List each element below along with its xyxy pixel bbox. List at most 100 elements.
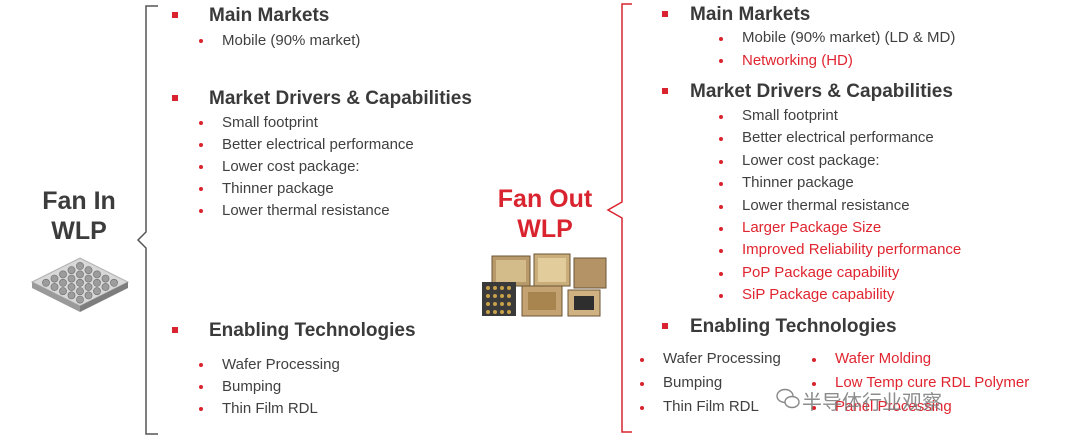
solder-ball	[59, 278, 67, 287]
bullet-dot	[719, 205, 723, 209]
bullet-dot	[199, 209, 203, 213]
solder-ball	[93, 270, 101, 279]
fan-in-item: Thinner package	[222, 180, 334, 197]
fan-out-item: Thin Film RDL	[663, 398, 759, 415]
bullet-dot	[640, 382, 644, 386]
solder-ball	[84, 274, 93, 283]
fan-in-heading-enabling-technologies: Enabling Technologies	[209, 320, 416, 341]
bullet-dot	[719, 115, 723, 119]
solder-ball	[67, 266, 76, 275]
solder-ball	[59, 287, 67, 296]
fan-in-item: Lower cost package:	[222, 158, 360, 175]
bullet-dot	[719, 137, 723, 141]
fan-in-item: Bumping	[222, 378, 282, 395]
bullet-square	[172, 12, 178, 18]
fan-in-item: Mobile (90% market)	[222, 32, 361, 49]
fan-in-item: Lower thermal resistance	[222, 202, 390, 219]
fan-out-item-highlight: SiP Package capability	[742, 286, 895, 303]
solder-ball	[101, 274, 110, 283]
fan-out-wlp-title: Fan Out WLP	[484, 184, 606, 244]
fan-out-item: Mobile (90% market) (LD & MD)	[742, 29, 956, 46]
bullet-dot	[812, 358, 816, 362]
bullet-dot	[199, 143, 203, 147]
bullet-dot	[640, 358, 644, 362]
solder-ball	[101, 283, 110, 291]
fan-out-item: Small footprint	[742, 107, 838, 124]
solder-ball	[93, 287, 101, 296]
fan-out-item-highlight: Low Temp cure RDL Polymer	[835, 374, 1030, 391]
fan-out-item-highlight: Improved Reliability performance	[742, 241, 962, 258]
fan-out-item-highlight: Larger Package Size	[742, 219, 882, 236]
bullet-square	[662, 323, 668, 329]
fan-in-chip-illustration	[30, 257, 130, 312]
fan-in-wlp-title: Fan In WLP	[20, 186, 138, 246]
fan-out-item-highlight: Wafer Molding	[835, 350, 932, 367]
solder-ball	[76, 262, 84, 270]
fan-out-heading-main-markets: Main Markets	[690, 4, 811, 25]
solder-ball	[110, 278, 118, 287]
fan-in-item: Small footprint	[222, 114, 318, 131]
solder-ball	[76, 270, 84, 279]
fan-out-item-highlight: Networking (HD)	[742, 52, 853, 69]
solder-ball	[84, 283, 93, 291]
solder-ball	[59, 270, 67, 279]
bullet-dot	[640, 406, 644, 410]
fan-out-item: Lower cost package:	[742, 152, 880, 169]
bullet-dot	[812, 382, 816, 386]
fan-out-item-highlight: Panel Processing	[835, 398, 952, 415]
fan-out-packages-illustration	[482, 253, 607, 317]
solder-ball	[67, 274, 76, 283]
bullet-dot	[719, 182, 723, 186]
bullet-dot	[199, 165, 203, 169]
bullet-dot	[199, 39, 203, 43]
solder-ball	[67, 283, 76, 291]
fan-out-item: Wafer Processing	[663, 350, 781, 367]
fan-in-heading-main-markets: Main Markets	[209, 5, 330, 26]
bullet-dot	[719, 160, 723, 164]
fan-out-item: Bumping	[663, 374, 723, 391]
solder-ball	[84, 291, 93, 300]
bullet-square	[662, 11, 668, 17]
fan-out-title-line2: WLP	[517, 215, 573, 243]
bullet-square	[662, 88, 668, 94]
solder-ball	[67, 291, 76, 300]
solder-ball	[93, 278, 101, 287]
fan-in-item: Thin Film RDL	[222, 400, 318, 417]
watermark: 半导体行业观察	[802, 392, 942, 414]
fan-out-item-highlight: PoP Package capability	[742, 264, 900, 281]
fan-in-title-line1: Fan In	[42, 187, 116, 215]
bullet-square	[172, 95, 178, 101]
fan-out-item: Lower thermal resistance	[742, 197, 910, 214]
solder-ball	[42, 278, 50, 287]
solder-ball	[76, 295, 84, 304]
fan-in-item: Wafer Processing	[222, 356, 340, 373]
bullet-dot	[719, 37, 723, 41]
bullet-dot	[199, 121, 203, 125]
bullet-dot	[812, 406, 816, 410]
solder-ball	[50, 283, 59, 291]
wechat-logo-icon	[776, 388, 800, 409]
bullet-dot	[199, 363, 203, 367]
solder-ball	[76, 278, 84, 287]
solder-ball	[50, 274, 59, 283]
fan-out-title-line1: Fan Out	[497, 185, 593, 213]
fan-in-heading-market-drivers: Market Drivers & Capabilities	[209, 88, 472, 109]
fan-in-item: Better electrical performance	[222, 136, 414, 153]
fan-out-heading-market-drivers: Market Drivers & Capabilities	[690, 81, 953, 102]
fan-in-brace	[136, 5, 158, 435]
solder-ball	[76, 287, 84, 296]
fan-out-item: Better electrical performance	[742, 129, 934, 146]
fan-out-brace	[606, 3, 632, 433]
bullet-dot	[719, 227, 723, 231]
bullet-dot	[719, 249, 723, 253]
fan-out-heading-enabling-technologies: Enabling Technologies	[690, 316, 897, 337]
bullet-dot	[719, 272, 723, 276]
bullet-square	[172, 327, 178, 333]
bullet-dot	[719, 294, 723, 298]
fan-out-item: Thinner package	[742, 174, 854, 191]
bullet-dot	[199, 407, 203, 411]
bullet-dot	[199, 385, 203, 389]
fan-in-title-line2: WLP	[51, 217, 107, 245]
bullet-dot	[199, 187, 203, 191]
solder-ball	[84, 266, 93, 275]
